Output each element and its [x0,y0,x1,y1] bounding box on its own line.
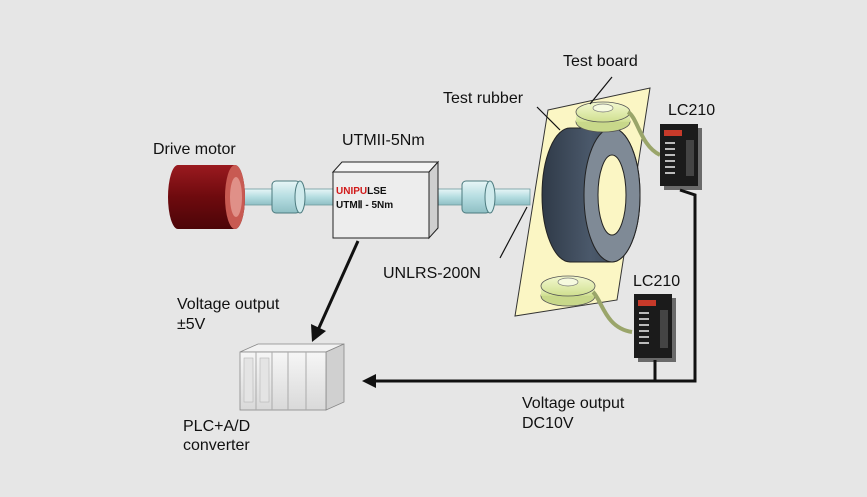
output-wiring [372,188,697,383]
label-voltage-output-right-1: Voltage output [522,395,625,412]
leader-lines [499,76,613,259]
brand-black-text: LSE [367,186,387,197]
drive-motor-icon [168,165,245,229]
label-voltage-output-left-1: Voltage output [177,296,280,313]
label-torque-meter: UTMII-5Nm [342,132,425,149]
torque-meter-brand: UNIPULSE [336,186,387,197]
label-voltage-output-left-2: ±5V [177,316,206,333]
arrow-to-plc-right [362,374,376,388]
load-cell-icon-bottom [540,275,596,307]
lc210-amplifier-icon-bottom [634,294,676,362]
sensor-cables [591,110,662,334]
test-rubber-wheel-icon [541,127,641,263]
label-plc-2: converter [183,437,250,454]
brand-red-text: UNIPU [336,186,368,197]
label-lc210-top: LC210 [668,102,716,119]
coupling-icon-left [271,180,306,214]
load-cell-icon-top [575,101,631,133]
label-load-cell: UNLRS-200N [383,265,481,282]
lc210-amplifier-icon-top [660,124,702,190]
label-drive-motor: Drive motor [153,141,236,158]
label-voltage-output-right-2: DC10V [522,415,574,432]
arrow-to-plc-left [311,240,360,342]
label-plc-1: PLC+A/D [183,418,251,435]
label-lc210-bottom: LC210 [633,273,681,290]
torque-meter-icon [331,160,440,240]
label-test-board: Test board [563,53,638,70]
coupling-icon-right [461,180,496,214]
torque-meter-model: UTMⅡ - 5Nm [336,200,394,211]
plc-unit-icon [239,343,345,411]
label-test-rubber: Test rubber [443,90,524,107]
